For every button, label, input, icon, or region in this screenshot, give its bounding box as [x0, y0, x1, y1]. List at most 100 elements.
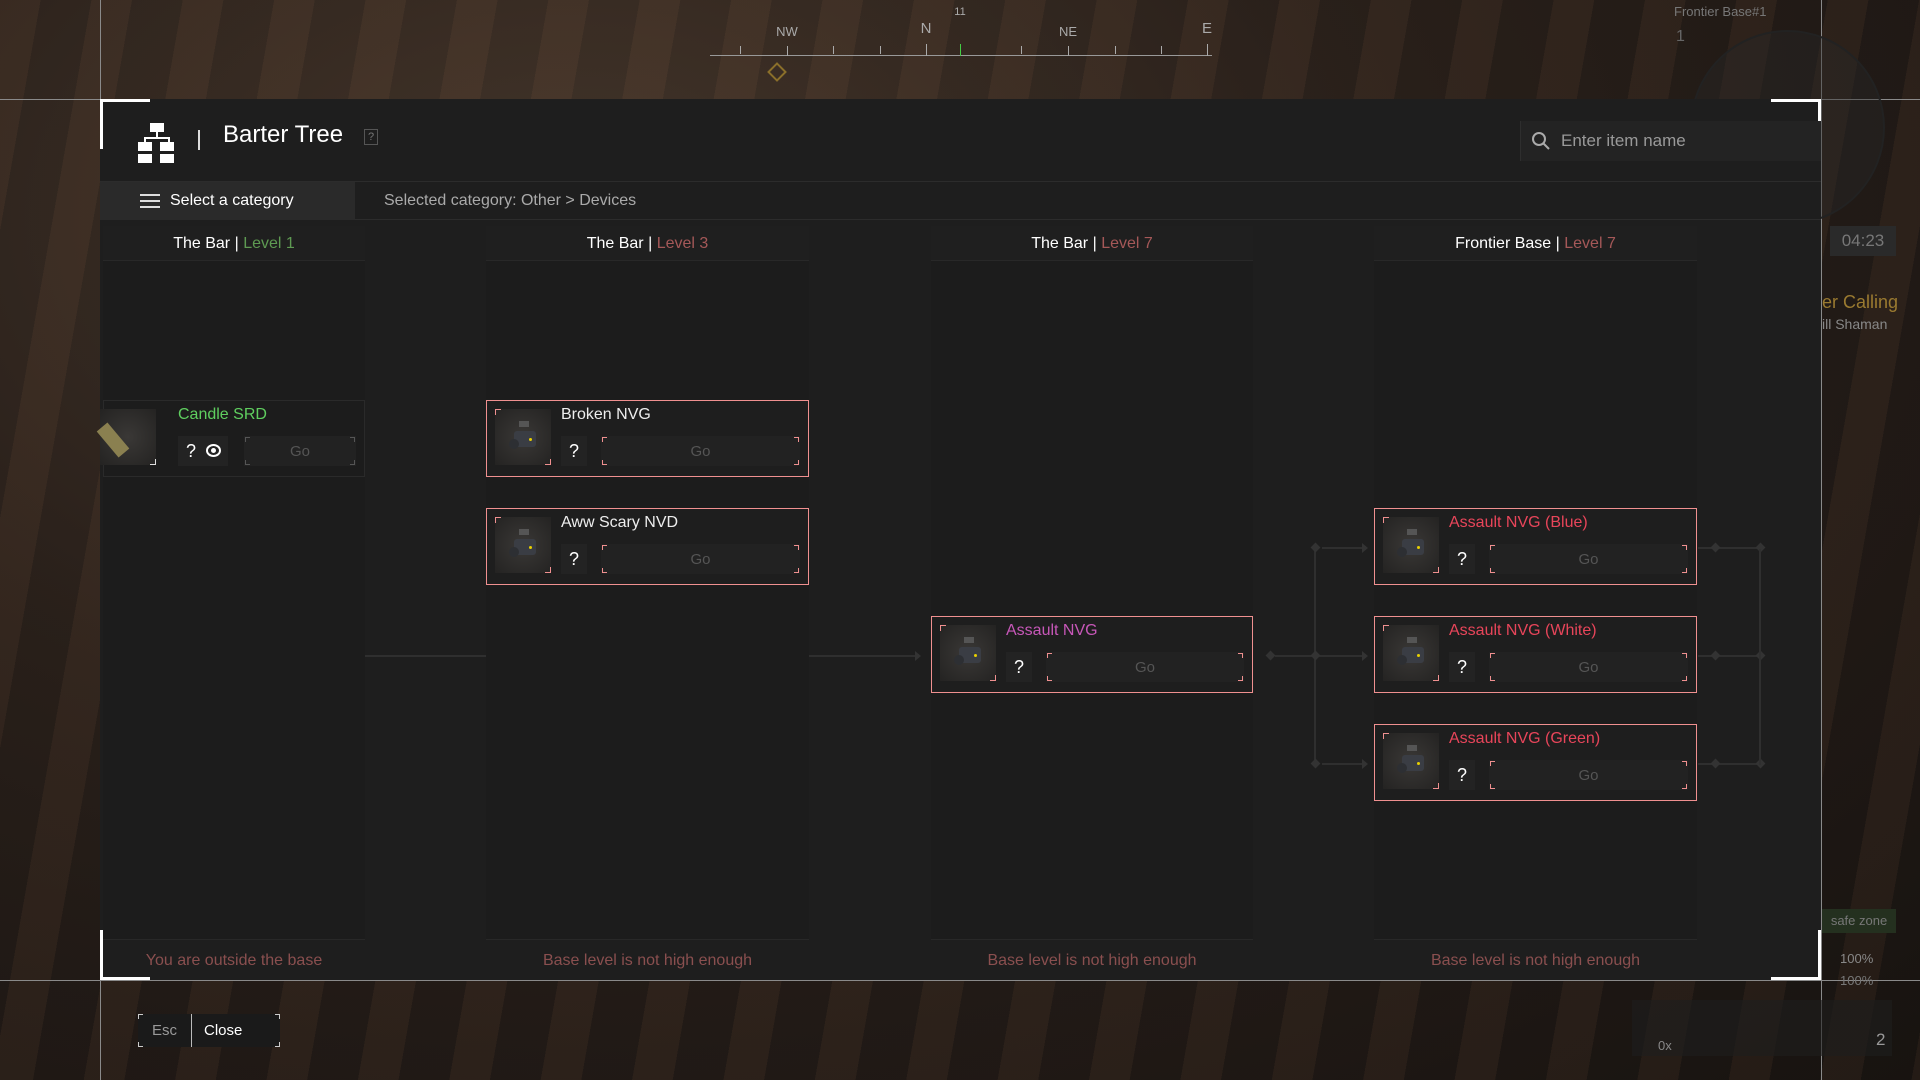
column-location: The Bar [173, 235, 231, 252]
item-info-button[interactable]: ? [1006, 652, 1032, 682]
item-image [1383, 733, 1439, 789]
hud-stamina: 100% [1840, 973, 1874, 988]
search-input[interactable] [1561, 121, 1811, 161]
go-label: Go [690, 443, 711, 460]
column-status: Base level is not high enough [931, 939, 1253, 980]
hud-weapon-panel: 0x 2 [1632, 1000, 1892, 1056]
column-status: Base level is not high enough [486, 939, 809, 980]
barter-item-card[interactable]: Assault NVG (Green) ? Go [1374, 724, 1697, 801]
compass: NW N 11 NE E [710, 6, 1213, 82]
item-name: Assault NVG (White) [1449, 622, 1597, 639]
silencer-icon [96, 422, 130, 458]
compass-label: E [1201, 20, 1213, 37]
hud-ammo: 0x [1658, 1038, 1672, 1053]
frame-line [0, 980, 1920, 981]
close-label: Close [204, 1022, 243, 1039]
item-name: Candle SRD [178, 406, 267, 423]
barter-item-card[interactable]: Aww Scary NVD ? Go [486, 508, 809, 585]
barter-item-card[interactable]: Candle SRD ? Go [96, 400, 365, 477]
go-button[interactable]: Go [601, 436, 800, 466]
question-icon: ? [568, 441, 579, 461]
barter-tree-icon [138, 123, 174, 163]
go-label: Go [690, 551, 711, 568]
menu-icon [140, 194, 160, 208]
item-name: Assault NVG [1006, 622, 1098, 639]
column-status: You are outside the base [103, 939, 365, 980]
item-name: Broken NVG [561, 406, 651, 423]
select-category-label: Select a category [170, 192, 294, 209]
selected-category: Selected category: Other > Devices [384, 192, 637, 209]
item-info-button[interactable]: ? [1449, 652, 1475, 682]
compass-label: NW [776, 24, 798, 39]
barter-tree-panel: Barter Tree ? Select a category Selected… [96, 99, 1821, 980]
connector-arrow [915, 651, 921, 661]
barter-column: Frontier Base | Level 7 Base level is no… [1374, 226, 1697, 980]
nvg-icon [954, 637, 984, 669]
item-info-button[interactable]: ? [178, 436, 228, 466]
question-icon: ? [568, 549, 579, 569]
eye-icon[interactable] [206, 444, 221, 457]
compass-label: N [920, 20, 932, 37]
close-button[interactable]: Esc Close [138, 1014, 280, 1047]
item-image [1383, 517, 1439, 573]
hud-quest-title: er Calling [1822, 292, 1899, 312]
barter-item-card[interactable]: Assault NVG (Blue) ? Go [1374, 508, 1697, 585]
go-button[interactable]: Go [1046, 652, 1244, 682]
barter-item-card[interactable]: Broken NVG ? Go [486, 400, 809, 477]
go-button[interactable]: Go [244, 436, 356, 466]
item-info-button[interactable]: ? [1449, 544, 1475, 574]
hud-health: 100% [1840, 951, 1874, 966]
page-title: Barter Tree [223, 121, 344, 148]
go-label: Go [1578, 551, 1599, 568]
question-icon: ? [1456, 549, 1467, 569]
go-button[interactable]: Go [601, 544, 800, 574]
item-name: Aww Scary NVD [561, 514, 679, 531]
compass-label: NE [1058, 24, 1078, 39]
help-button[interactable]: ? [364, 129, 378, 145]
item-image [96, 409, 156, 465]
column-level: Level 1 [243, 235, 295, 252]
column-level: Level 7 [1564, 235, 1616, 252]
question-icon: ? [1456, 765, 1467, 785]
item-image [495, 517, 551, 573]
esc-key-label: Esc [138, 1014, 192, 1047]
search-icon [1532, 132, 1550, 150]
item-info-button[interactable]: ? [561, 436, 587, 466]
compass-bearing: 11 [954, 6, 966, 18]
item-info-button[interactable]: ? [561, 544, 587, 574]
category-bar: Select a category Selected category: Oth… [100, 181, 1821, 220]
question-icon: ? [1013, 657, 1024, 677]
nvg-icon [509, 421, 539, 453]
column-level: Level 3 [656, 235, 709, 252]
hud-base-name: Frontier Base#1 [1674, 4, 1767, 19]
header: Barter Tree ? [100, 99, 1821, 181]
barter-item-card[interactable]: Assault NVG (White) ? Go [1374, 616, 1697, 693]
go-label: Go [1578, 767, 1599, 784]
hud-quest-giver: ill Shaman [1822, 316, 1888, 332]
barter-item-card[interactable]: Assault NVG ? Go [931, 616, 1253, 693]
column-location: Frontier Base [1455, 235, 1552, 252]
hud-base-count: 1 [1676, 28, 1685, 45]
hud-timer: 04:23 [1830, 226, 1896, 256]
question-icon: ? [186, 441, 197, 461]
nvg-icon [1397, 745, 1427, 777]
item-name: Assault NVG (Blue) [1449, 514, 1588, 531]
go-button[interactable]: Go [1489, 652, 1688, 682]
barter-column: The Bar | Level 7 Base level is not high… [931, 226, 1253, 980]
header-separator [198, 130, 200, 150]
column-status: Base level is not high enough [1374, 939, 1697, 980]
item-image [940, 625, 996, 681]
go-button[interactable]: Go [1489, 760, 1688, 790]
go-button[interactable]: Go [1489, 544, 1688, 574]
frame-corner [1771, 930, 1821, 980]
column-header: The Bar | Level 3 [486, 226, 809, 261]
barter-column: The Bar | Level 1 You are outside the ba… [96, 226, 365, 980]
column-header: The Bar | Level 1 [103, 226, 365, 261]
item-info-button[interactable]: ? [1449, 760, 1475, 790]
barter-column: The Bar | Level 3 Base level is not high… [486, 226, 809, 980]
question-icon: ? [1456, 657, 1467, 677]
column-header: Frontier Base | Level 7 [1374, 226, 1697, 261]
nvg-icon [1397, 529, 1427, 561]
select-category-button[interactable]: Select a category [100, 182, 355, 220]
waypoint-icon [767, 62, 787, 82]
